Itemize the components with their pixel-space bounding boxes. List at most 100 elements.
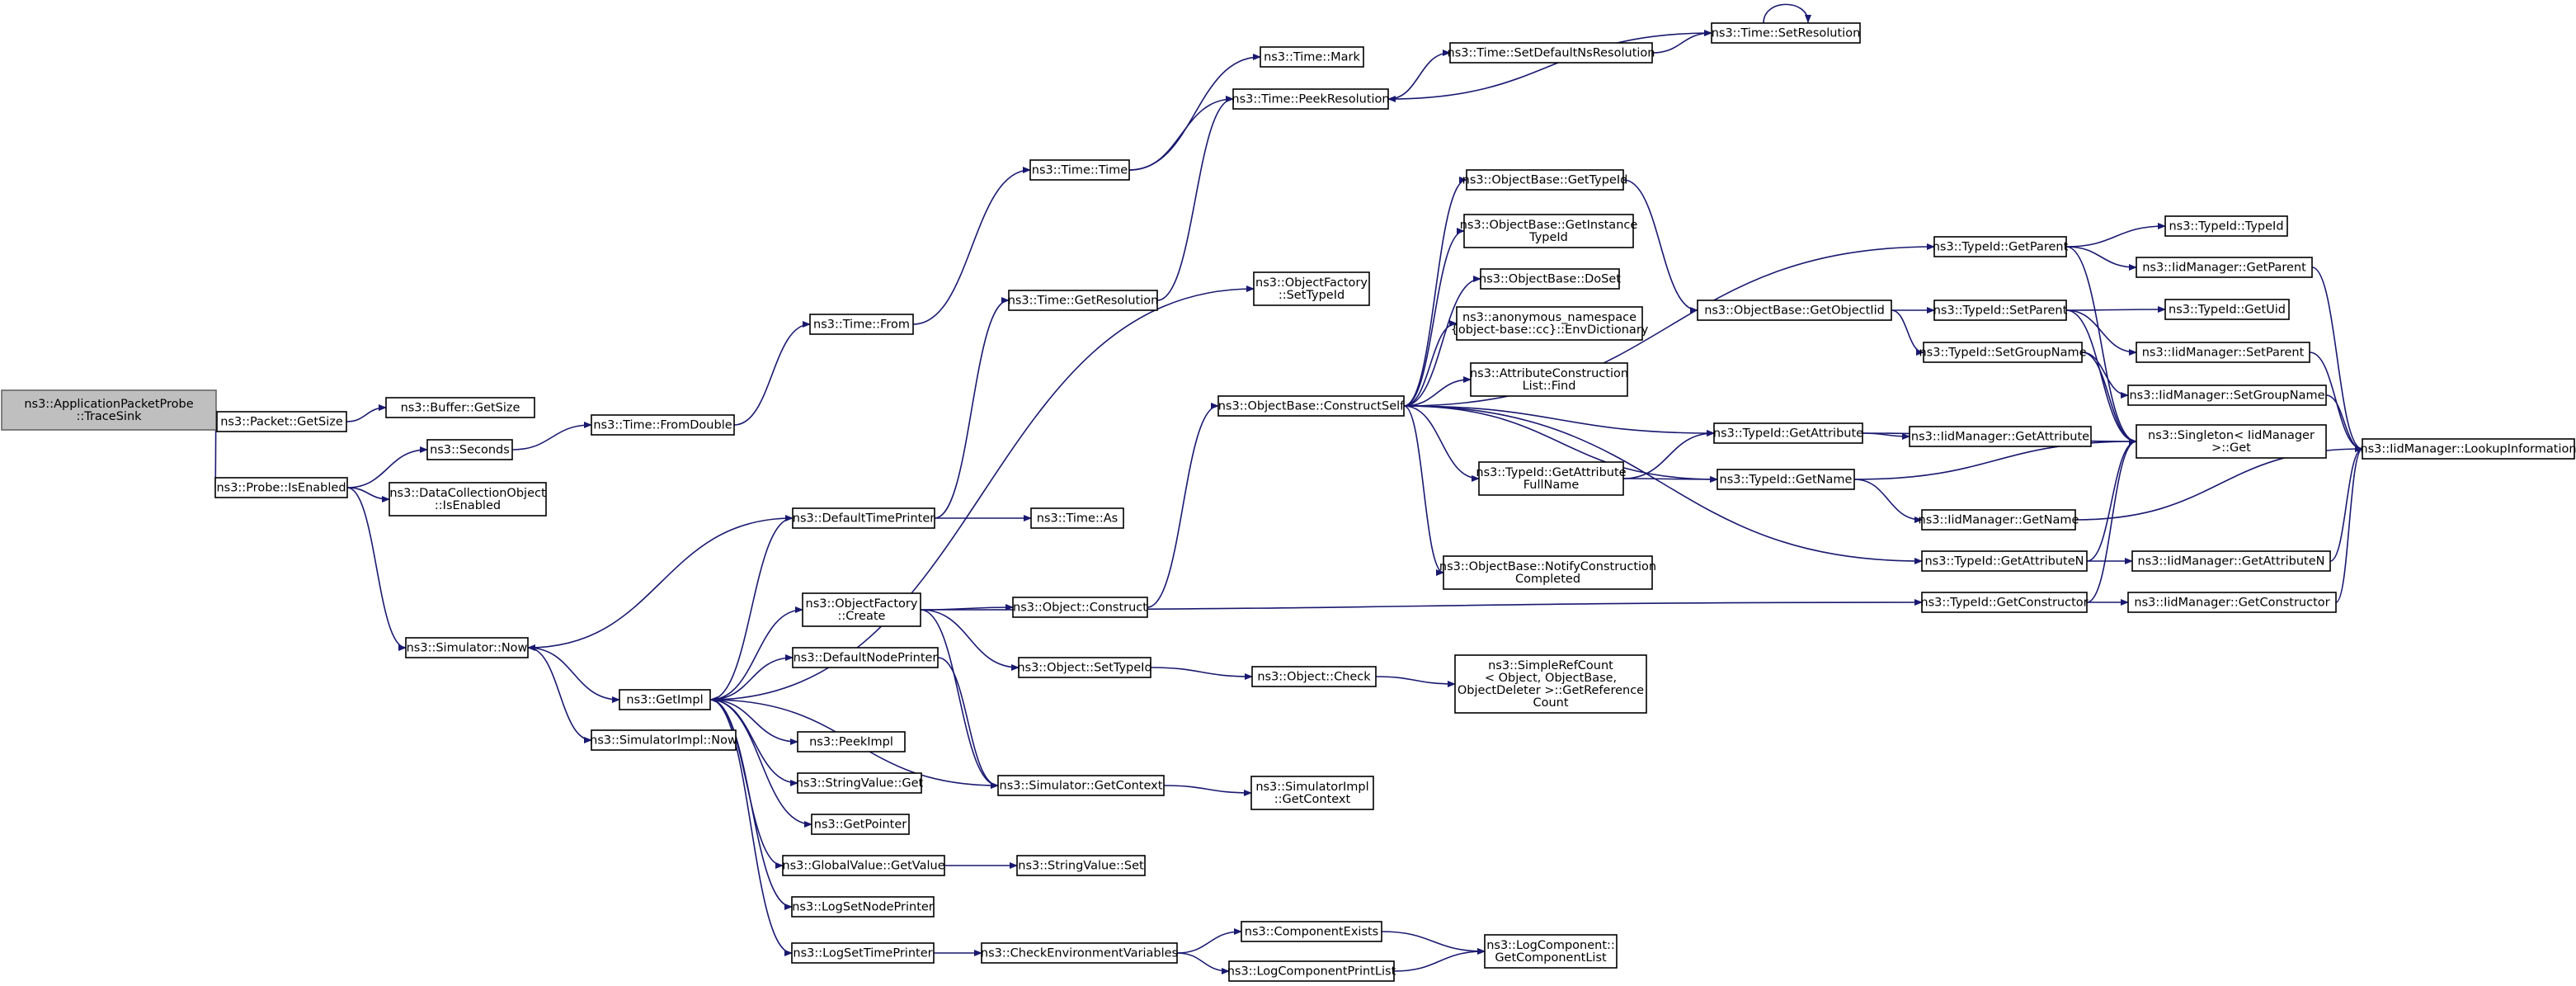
node-packet-getsize[interactable]: ns3::Packet::GetSize	[216, 411, 347, 432]
node-getimpl[interactable]: ns3::GetImpl	[619, 689, 711, 710]
node-label: ns3::ObjectBase::GetInstance	[1460, 219, 1638, 232]
edge-line	[709, 606, 803, 701]
node-seconds[interactable]: ns3::Seconds	[426, 439, 513, 460]
node-time-as[interactable]: ns3::Time::As	[1030, 507, 1124, 529]
node-typeid-getuid[interactable]: ns3::TypeId::GetUid	[2164, 299, 2290, 320]
edge-ob-getobjectiid-to-typeid-setgroupname	[1891, 309, 1924, 356]
node-object-settypeid[interactable]: ns3::Object::SetTypeId	[1017, 657, 1152, 678]
node-label: ns3::TypeId::GetConstructor	[1920, 597, 2088, 610]
node-typeid-getattributen[interactable]: ns3::TypeId::GetAttributeN	[1921, 550, 2088, 572]
edge-getimpl-to-of-settypeid	[709, 285, 1255, 701]
edge-line	[1393, 948, 1486, 972]
node-iid-getconstructor[interactable]: ns3::IidManager::GetConstructor	[2127, 592, 2337, 613]
node-box	[2136, 257, 2313, 278]
node-ob-notifyconstruction[interactable]: ns3::ObjectBase::NotifyConstructionCompl…	[1439, 555, 1656, 590]
edge-line	[527, 647, 620, 703]
edge-line	[1891, 309, 1924, 356]
node-iid-getparent[interactable]: ns3::IidManager::GetParent	[2136, 257, 2313, 278]
node-singleton-get[interactable]: ns3::Singleton< IidManager>::Get	[2136, 424, 2327, 459]
node-buffer-getsize[interactable]: ns3::Buffer::GetSize	[385, 397, 535, 418]
node-iid-getattribute[interactable]: ns3::IidManager::GetAttribute	[1909, 426, 2092, 447]
node-iid-setparent[interactable]: ns3::IidManager::SetParent	[2136, 342, 2310, 363]
node-ob-doset[interactable]: ns3::ObjectBase::DoSet	[1479, 268, 1621, 290]
node-box	[1, 389, 217, 431]
node-peekimpl[interactable]: ns3::PeekImpl	[797, 731, 906, 752]
edge-line	[2086, 438, 2137, 603]
node-box	[619, 689, 711, 710]
node-iid-getname[interactable]: ns3::IidManager::GetName	[1919, 509, 2079, 531]
node-logsetnodeprinter[interactable]: ns3::LogSetNodePrinter	[791, 896, 935, 918]
edge-typeid-getparent-to-singleton-get	[2065, 246, 2137, 445]
node-box	[216, 411, 347, 432]
node-stringvalue-set[interactable]: ns3::StringValue::Set	[1016, 855, 1146, 876]
node-simimpl-getcontext[interactable]: ns3::SimulatorImpl::GetContext	[1250, 776, 1374, 810]
edge-line	[1150, 667, 1253, 680]
node-stringvalue-get[interactable]: ns3::StringValue::Get	[796, 772, 924, 794]
node-typeid-getparent[interactable]: ns3::TypeId::GetParent	[1933, 236, 2069, 257]
node-time-setdefns[interactable]: ns3::Time::SetDefaultNsResolution	[1448, 42, 1655, 64]
node-getpointer[interactable]: ns3::GetPointer	[811, 814, 910, 835]
node-ob-getobjectiid[interactable]: ns3::ObjectBase::GetObjectIid	[1697, 300, 1892, 321]
node-tracesink[interactable]: ns3::ApplicationPacketProbe::TraceSink	[1, 389, 217, 431]
node-label: GetComponentList	[1495, 951, 1607, 965]
node-defaultnodeprinter[interactable]: ns3::DefaultNodePrinter	[792, 647, 939, 668]
node-iid-getattributen[interactable]: ns3::IidManager::GetAttributeN	[2131, 550, 2331, 572]
edge-line	[709, 515, 794, 701]
node-label: ns3::ObjectFactory	[1255, 276, 1368, 290]
node-of-create[interactable]: ns3::ObjectFactory::Create	[802, 592, 921, 627]
node-object-construct[interactable]: ns3::Object::Construct	[1012, 597, 1148, 618]
node-time-from[interactable]: ns3::Time::From	[809, 314, 914, 335]
node-time-time[interactable]: ns3::Time::Time	[1029, 159, 1130, 181]
node-typeid-getconstructor[interactable]: ns3::TypeId::GetConstructor	[1920, 592, 2089, 613]
node-time-mark[interactable]: ns3::Time::Mark	[1260, 46, 1364, 68]
node-typeid-getattribute[interactable]: ns3::TypeId::GetAttribute	[1713, 422, 1863, 444]
edge-ob-constructself-to-typeid-getattrfullname	[1403, 405, 1480, 482]
node-label: ns3::Probe::IsEnabled	[216, 482, 346, 495]
edge-getimpl-to-defaultnodeprinter	[709, 654, 794, 701]
node-logcomponentprintlist[interactable]: ns3::LogComponentPrintList	[1227, 960, 1396, 982]
node-probe-isenabled[interactable]: ns3::Probe::IsEnabled	[214, 477, 348, 498]
node-label: ::SetTypeId	[1279, 289, 1345, 302]
node-iid-setgroupname[interactable]: ns3::IidManager::SetGroupName	[2127, 384, 2327, 406]
node-envdictionary[interactable]: ns3::anonymous_namespace{object-base::cc…	[1451, 306, 1649, 341]
node-label: ns3::TypeId::GetUid	[2169, 304, 2286, 317]
node-typeid-getname[interactable]: ns3::TypeId::GetName	[1717, 469, 1855, 490]
node-time-peekres[interactable]: ns3::Time::PeekResolution	[1231, 88, 1390, 110]
node-box	[1253, 271, 1370, 306]
node-iid-lookupinformation[interactable]: ns3::IidManager::LookupInformation	[2360, 438, 2576, 460]
edge-typeid-getparent-to-iid-getparent	[2065, 246, 2137, 271]
node-label: ::GetContext	[1274, 793, 1351, 806]
node-ob-constructself[interactable]: ns3::ObjectBase::ConstructSelf	[1217, 395, 1405, 417]
node-typeid-typeid[interactable]: ns3::TypeId::TypeId	[2164, 215, 2288, 237]
node-globalvalue-getvalue[interactable]: ns3::GlobalValue::GetValue	[782, 855, 945, 876]
node-label: ns3::TypeId::GetParent	[1933, 241, 2069, 254]
node-of-settypeid[interactable]: ns3::ObjectFactory::SetTypeId	[1253, 271, 1370, 306]
node-simplerefcount[interactable]: ns3::SimpleRefCount< Object, ObjectBase,…	[1454, 654, 1647, 714]
edge-ob-constructself-to-typeid-getparent	[1403, 243, 1935, 407]
node-time-getres[interactable]: ns3::Time::GetResolution	[1008, 290, 1159, 311]
edge-typeid-getconstructor-to-singleton-get	[2086, 438, 2137, 603]
node-logcomponent-getlist[interactable]: ns3::LogComponent::GetComponentList	[1484, 934, 1618, 969]
edge-ob-constructself-to-ob-gettypeid	[1403, 177, 1467, 407]
node-typeid-setgroupname[interactable]: ns3::TypeId::SetGroupName	[1919, 342, 2087, 363]
node-box	[1921, 550, 2088, 572]
node-dco-isenabled[interactable]: ns3::DataCollectionObject::IsEnabled	[389, 482, 547, 517]
node-object-check[interactable]: ns3::Object::Check	[1251, 666, 1377, 687]
node-simimpl-now[interactable]: ns3::SimulatorImpl::Now	[590, 729, 737, 751]
node-defaulttimeprinter[interactable]: ns3::DefaultTimePrinter	[792, 507, 935, 529]
node-box	[2131, 550, 2331, 572]
node-componentexists[interactable]: ns3::ComponentExists	[1241, 921, 1382, 942]
edge-line	[1128, 96, 1234, 171]
node-ob-gettypeid[interactable]: ns3::ObjectBase::GetTypeId	[1462, 169, 1628, 191]
node-typeid-setparent[interactable]: ns3::TypeId::SetParent	[1933, 300, 2068, 321]
node-sim-now[interactable]: ns3::Simulator::Now	[405, 637, 529, 658]
node-checkenv[interactable]: ns3::CheckEnvironmentVariables	[981, 942, 1178, 964]
node-logsettimeprinter[interactable]: ns3::LogSetTimePrinter	[791, 942, 935, 964]
node-time-fromdouble[interactable]: ns3::Time::FromDouble	[591, 414, 735, 436]
node-sim-getcontext[interactable]: ns3::Simulator::GetContext	[997, 775, 1165, 796]
node-time-setres[interactable]: ns3::Time::SetResolution	[1711, 22, 1861, 44]
edge-line	[1403, 405, 1444, 576]
